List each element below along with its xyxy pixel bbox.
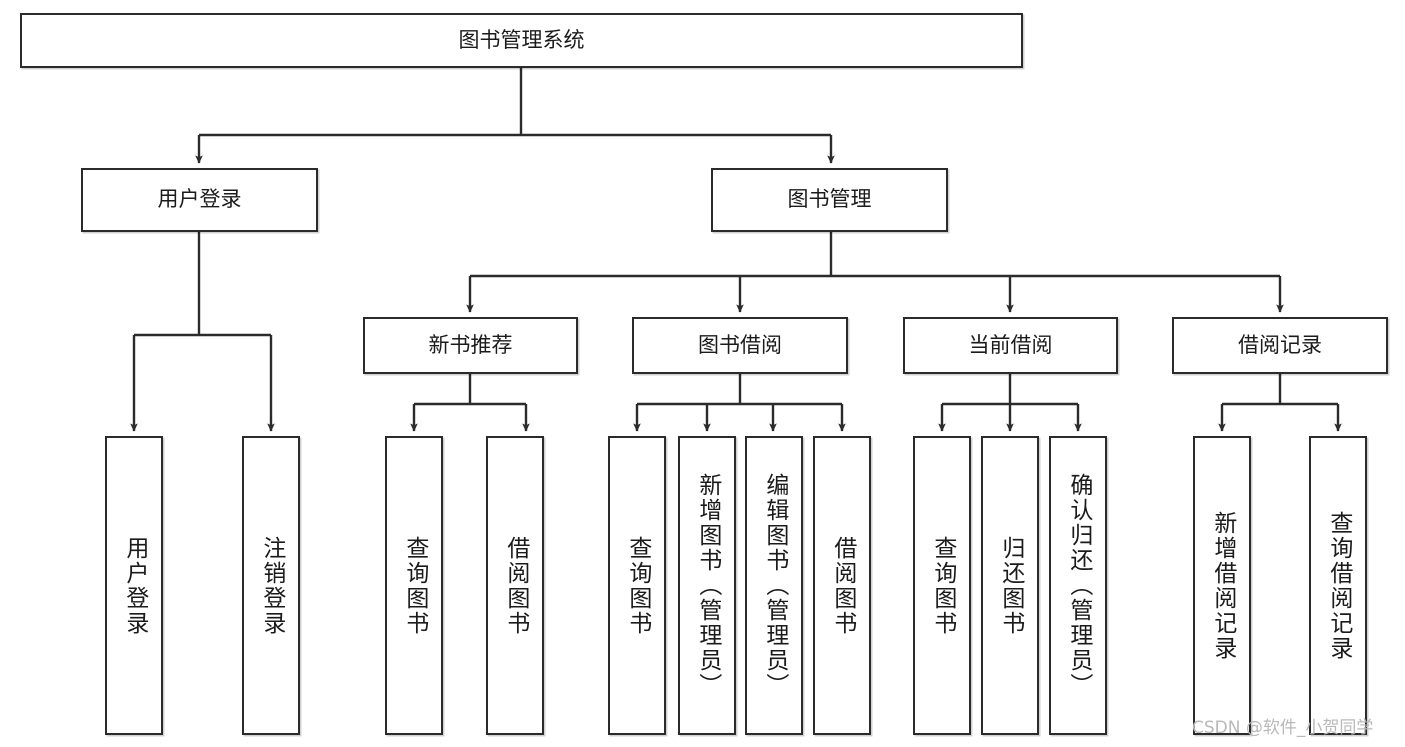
node-leaf-borrow-book-2-label: 借阅图书 — [829, 535, 856, 636]
node-current-borrow-label: 当前借阅 — [968, 332, 1053, 357]
node-leaf-borrow-book-1-label: 借阅图书 — [502, 535, 529, 636]
node-new-book-recommend[interactable]: 新书推荐 — [363, 317, 578, 374]
node-leaf-query-record[interactable]: 查询借阅记录 — [1309, 436, 1367, 735]
node-leaf-query-book-1-label: 查询图书 — [401, 535, 428, 636]
node-book-manage-label: 图书管理 — [787, 187, 872, 212]
node-leaf-return-book[interactable]: 归还图书 — [981, 436, 1039, 735]
node-leaf-add-record-label: 新增借阅记录 — [1209, 510, 1236, 661]
node-book-borrow-label: 图书借阅 — [698, 332, 782, 357]
node-borrow-record-label: 借阅记录 — [1238, 332, 1322, 357]
node-leaf-query-book-2[interactable]: 查询图书 — [608, 436, 666, 735]
node-leaf-query-record-label: 查询借阅记录 — [1325, 510, 1352, 661]
node-leaf-query-book-3-label: 查询图书 — [929, 535, 956, 636]
node-leaf-query-book-3[interactable]: 查询图书 — [913, 436, 971, 735]
node-current-borrow[interactable]: 当前借阅 — [903, 317, 1118, 374]
node-new-book-recommend-label: 新书推荐 — [428, 332, 513, 357]
node-leaf-add-record[interactable]: 新增借阅记录 — [1193, 436, 1251, 735]
watermark-text: CSDN @软件_小贺同学 — [1192, 718, 1374, 738]
node-book-borrow[interactable]: 图书借阅 — [632, 317, 848, 374]
node-leaf-confirm-return[interactable]: 确认归还（管理员） — [1049, 436, 1107, 735]
node-leaf-user-login-label: 用户登录 — [121, 535, 148, 636]
node-book-manage[interactable]: 图书管理 — [711, 168, 948, 232]
node-leaf-confirm-return-label: 确认归还（管理员） — [1065, 473, 1092, 698]
node-leaf-add-book-label: 新增图书（管理员） — [694, 473, 721, 698]
node-leaf-query-book-2-label: 查询图书 — [624, 535, 651, 636]
node-user-login-label: 用户登录 — [157, 187, 242, 212]
node-leaf-edit-book[interactable]: 编辑图书（管理员） — [745, 436, 803, 735]
node-root[interactable]: 图书管理系统 — [20, 13, 1023, 68]
node-leaf-query-book-1[interactable]: 查询图书 — [385, 436, 443, 735]
node-leaf-borrow-book-2[interactable]: 借阅图书 — [813, 436, 871, 735]
node-leaf-user-login[interactable]: 用户登录 — [105, 436, 163, 735]
node-leaf-logout-login[interactable]: 注销登录 — [242, 436, 300, 735]
node-root-label: 图书管理系统 — [458, 27, 585, 52]
node-leaf-return-book-label: 归还图书 — [997, 535, 1024, 636]
node-user-login[interactable]: 用户登录 — [81, 168, 318, 232]
node-leaf-logout-login-label: 注销登录 — [258, 535, 285, 636]
node-leaf-borrow-book-1[interactable]: 借阅图书 — [486, 436, 544, 735]
node-leaf-add-book[interactable]: 新增图书（管理员） — [678, 436, 736, 735]
node-leaf-edit-book-label: 编辑图书（管理员） — [761, 473, 788, 698]
node-borrow-record[interactable]: 借阅记录 — [1172, 317, 1388, 374]
